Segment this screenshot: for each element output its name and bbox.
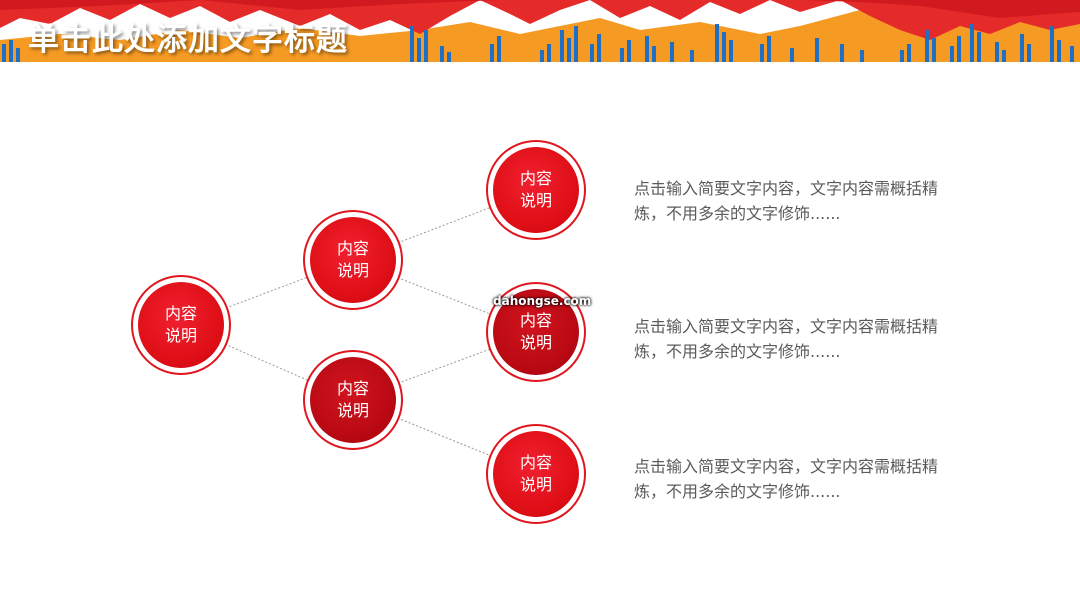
- node-mid-2[interactable]: 内容 说明: [303, 350, 403, 450]
- watermark-text: dahongse.com: [493, 294, 592, 308]
- node-leaf-3-line1: 内容: [519, 453, 552, 472]
- description-1[interactable]: 点击输入简要文字内容，文字内容需概括精炼，不用多余的文字修饰......: [634, 179, 939, 223]
- node-leaf-2[interactable]: 内容 说明: [486, 282, 586, 382]
- node-root-line1: 内容: [164, 304, 197, 323]
- node-leaf-3[interactable]: 内容 说明: [486, 424, 586, 524]
- node-mid-1-line2: 说明: [336, 261, 369, 280]
- node-mid-2-line1: 内容: [336, 379, 369, 398]
- node-leaf-1-line2: 说明: [519, 191, 552, 210]
- description-3[interactable]: 点击输入简要文字内容，文字内容需概括精炼，不用多余的文字修饰......: [634, 457, 939, 501]
- description-2[interactable]: 点击输入简要文字内容，文字内容需概括精炼，不用多余的文字修饰......: [634, 317, 939, 361]
- node-leaf-2-line2: 说明: [519, 333, 552, 352]
- node-mid-2-line2: 说明: [336, 401, 369, 420]
- page-title[interactable]: 单击此处添加文字标题: [28, 22, 348, 58]
- node-mid-1[interactable]: 内容 说明: [303, 210, 403, 310]
- header-banner: [0, 0, 1080, 62]
- node-leaf-1-line1: 内容: [519, 169, 552, 188]
- node-root-line2: 说明: [164, 326, 197, 345]
- node-leaf-1[interactable]: 内容 说明: [486, 140, 586, 240]
- node-leaf-2-line1: 内容: [519, 311, 552, 330]
- node-mid-1-line1: 内容: [336, 239, 369, 258]
- node-root[interactable]: 内容 说明: [131, 275, 231, 375]
- node-leaf-3-line2: 说明: [519, 475, 552, 494]
